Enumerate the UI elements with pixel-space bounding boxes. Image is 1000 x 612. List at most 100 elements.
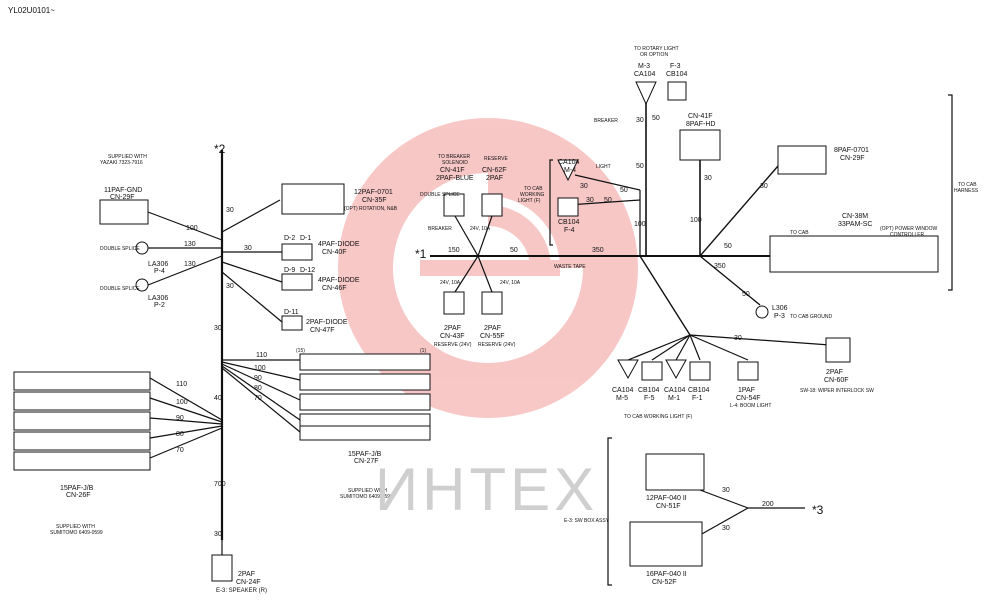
jb26-w4: 80 [176,431,184,438]
jb26-w2: 100 [176,399,188,406]
trunk-w30a: 30 [226,207,234,214]
cb104-f4b: F-4 [564,227,575,234]
trunk-w70: 70 [254,395,262,402]
to-rotary1: TO ROTARY LIGHT [634,46,679,52]
jb26-title: 15PAF-J/B [60,485,94,492]
center-w30a: 30 [580,183,588,190]
jb27-pin15: (15) [296,348,305,354]
double-splice-1: DOUBLE SPLICE [100,246,140,252]
ca104-m5a: CA104 [612,387,634,394]
to-cab-working1: TO CAB [524,186,543,192]
cn54f-title: 1PAF [738,387,755,394]
jb27-title: 15PAF-J/B [348,451,382,458]
cn43f-desc: RESERVE (24V) [434,342,472,348]
cb104-f5a: CB104 [638,387,660,394]
cn47f-code: CN-47F [310,327,335,334]
connector-cn29f [777,145,827,175]
cn46f-code: CN-46F [322,285,347,292]
cn35f-title: 12PAF-0701 [354,189,393,196]
m3b: CA104 [634,71,656,78]
l306b: P-3 [774,313,785,320]
light-tag: LIGHT [596,164,611,170]
speaker-title: 2PAF [238,571,255,578]
connector-cn24f [211,554,233,582]
supplied-yazaki-1: SUPPLIED WITH [108,154,147,160]
connector-boxes [13,81,939,582]
cn38m-title: 33PAM-SC [838,221,873,228]
jb27-row2 [299,373,431,391]
trunk-w80: 80 [254,385,262,392]
jb26-w1: 110 [176,381,187,388]
center-w50c: 50 [636,163,644,170]
marker-3: *3 [812,503,824,517]
cn55f-code: CN-55F [480,333,505,340]
connector-11paf-gnd [99,199,149,225]
to-cab-working3: LIGHT (F) [518,198,541,204]
connector-cn51f [645,453,705,491]
f3b: CB104 [666,71,688,78]
connector-cn41f-hd [679,129,721,161]
m3a: M-3 [638,63,650,70]
center-w150: 150 [448,247,460,254]
cn47f-title: 2PAF-DIODE [306,319,348,326]
wire-130: 130 [184,241,196,248]
trunk-w100: 100 [254,365,266,372]
ca104-m4a: CA104 [558,159,580,166]
to-rotary2: OR OPTION [640,52,668,58]
connector-cn62f [481,193,503,217]
connector-cn41f-blue [443,193,465,217]
connector-cn43f [443,291,465,315]
cn41f-hd-code: CN-41F [688,113,713,120]
marker-1: *1 [415,247,427,261]
tag-24v-a: 24V, 10A [470,226,491,232]
cab-ground: TO CAB GROUND [790,314,833,320]
jb27-row5 [299,425,431,441]
labels: *2 *1 *3 SUPPLIED WITH YAZAKI 7323-7916 … [50,46,979,594]
f3a: F-3 [670,63,681,70]
connector-cn47f [281,315,303,331]
cn46f-d9: D-9 [284,267,295,274]
mid-w30: 30 [244,245,252,252]
center-w50: 50 [510,247,518,254]
la306-p4b: P-4 [154,268,165,275]
cn55f-title: 2PAF [484,325,501,332]
rt-w50b: 50 [724,243,732,250]
ca104-m1a: CA104 [664,387,686,394]
rt-w30c: 30 [760,183,768,190]
wire-130b: 130 [184,261,196,268]
rt-w30b: 30 [704,175,712,182]
cn55f-desc: RESERVE (24V) [478,342,516,348]
trunk-w30b: 30 [226,283,234,290]
jb27-sup2: SUMITOMO 6409-0599 [340,494,393,500]
ca104-m1b: M-1 [668,395,680,402]
cn40f-d1: D-1 [300,235,311,242]
rt-w30: 30 [636,117,644,124]
connector-cb104-f5 [641,361,663,381]
center-w30b: 30 [586,197,594,204]
speaker-desc: E-3: SPEAKER (R) [216,588,267,594]
ca104-m5b: M-5 [616,395,628,402]
jb26-row2 [13,391,151,411]
connector-cn54f [737,361,759,381]
connector-cn55f [481,291,503,315]
cn52f-code: CN-52F [652,579,677,586]
reserve-1: RESERVE [484,156,508,162]
trunk-w40: 40 [214,395,222,402]
center-w50a: 50 [620,187,628,194]
la306-p2: LA306 [148,295,168,302]
connector-cb104-f4 [557,197,579,217]
cn43f-code: CN-43F [440,333,465,340]
cn51f-code: CN-51F [656,503,681,510]
ca104-m4b: M-4 [564,167,576,174]
sw-box: E-3: SW BOX ASSY [564,518,610,524]
connector-cn46f [281,273,313,291]
trunk-w700: 700 [214,481,226,488]
cn35f-code: CN-35F [362,197,387,204]
cn60f-desc: SW-18: WIPER INTERLOCK SW [800,388,874,394]
center-w50b: 50 [604,197,612,204]
la306-p2b: P-2 [154,302,165,309]
connector-cn40f [281,243,313,261]
connector-cn38m [769,235,939,273]
speaker-code: CN-24F [236,579,261,586]
cn40f-d2: D-2 [284,235,295,242]
